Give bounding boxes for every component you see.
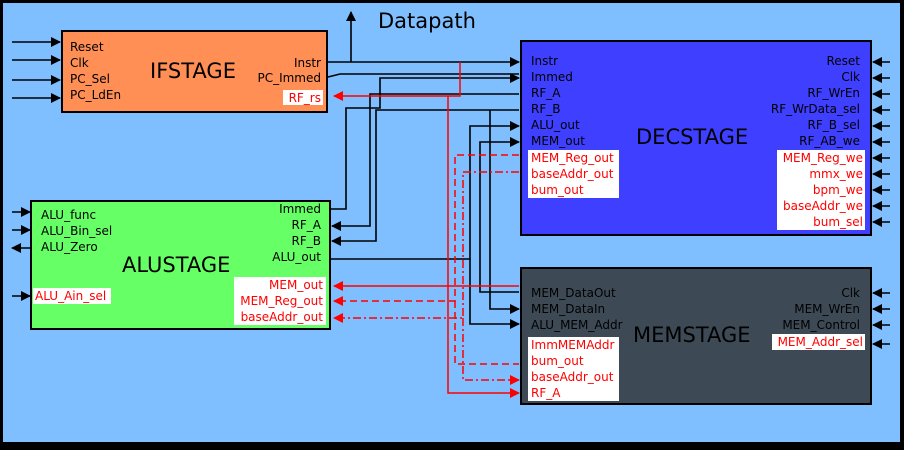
mem-right-highlight-bg — [772, 334, 865, 350]
dec-port-baseaddr-out: baseAddr_out — [531, 167, 614, 181]
mem-port-alu-mem-addr: ALU_MEM_Addr — [531, 318, 623, 332]
memstage-title: MEMSTAGE — [633, 323, 751, 347]
dec-port-mem-out: MEM_out — [531, 134, 585, 148]
mem-port-mem-addr-sel: MEM_Addr_sel — [778, 335, 863, 349]
wire-alu-mem-addr — [469, 259, 520, 329]
dec-port-alu-out: ALU_out — [531, 118, 580, 132]
if-port-rf-rs-bg — [283, 90, 323, 105]
dec-port-mem-reg-we: MEM_Reg_we — [783, 151, 863, 165]
if-port-pc-immed: PC_Immed — [257, 71, 321, 85]
wire-alu-out — [330, 121, 520, 260]
mem-port-mem-control: MEM_Control — [782, 318, 860, 332]
wire-mem-reg-out — [333, 154, 519, 306]
if-port-clk: Clk — [70, 56, 89, 70]
diagram-title: Datapath — [378, 9, 476, 33]
wire-rf-a-to-mem — [447, 96, 520, 398]
alu-port-immed: Immed — [279, 202, 321, 216]
dec-port-baseaddr-we: baseAddr_we — [783, 199, 863, 213]
mem-port-rf-a: RF_A — [531, 386, 561, 400]
wire-mem-reg-to-mem — [454, 301, 519, 365]
if-port-instr: Instr — [294, 56, 321, 70]
alu-port-rf-b: RF_B — [292, 234, 321, 248]
mem-port-immmemaddr: ImmMEMAddr — [531, 338, 614, 352]
alu-port-alu-ain-sel: ALU_Ain_sel — [35, 289, 106, 303]
ifstage-box — [61, 30, 328, 113]
dec-port-mmx-we: mmx_we — [809, 167, 863, 181]
mem-port-mem-datain: MEM_DataIn — [531, 302, 605, 316]
alu-port-alu-func: ALU_func — [41, 208, 96, 222]
black-wires — [11, 11, 890, 349]
dec-port-rf-wren: RF_WrEn — [807, 86, 860, 100]
mem-left-highlight-bg — [528, 337, 619, 401]
wire-rf-rs — [333, 62, 461, 101]
alu-port-rf-a: RF_A — [292, 218, 322, 232]
dec-left-highlight-bg — [528, 150, 619, 198]
mem-port-clk: Clk — [841, 286, 860, 300]
dec-port-reset: Reset — [826, 54, 860, 68]
alu-port-mem-out: MEM_out — [269, 278, 323, 292]
dec-port-bum-out: bum_out — [531, 183, 584, 197]
alu-port-highlight-bg — [234, 277, 326, 325]
alu-port-alu-out: ALU_out — [272, 250, 321, 264]
wire-baseaddr-to-mem — [462, 318, 520, 385]
dec-port-clk: Clk — [841, 70, 860, 84]
dec-port-rf-a: RF_A — [531, 86, 561, 100]
dec-port-immed: Immed — [531, 70, 573, 84]
wire-alu-immed — [330, 73, 520, 210]
alu-port-alu-ain-sel-bg — [33, 288, 111, 304]
dec-port-instr: Instr — [531, 54, 558, 68]
wire-baseaddr-out — [333, 171, 519, 323]
red-wires — [333, 62, 520, 398]
wire-rf-a — [331, 93, 519, 231]
dec-port-rf-ab-we: RF_AB_we — [799, 134, 860, 148]
if-port-rf-rs: RF_rs — [289, 91, 321, 105]
dec-port-bpm-we: bpm_we — [813, 183, 863, 197]
ifstage-title: IFSTAGE — [150, 59, 236, 83]
if-port-pc-lden: PC_LdEn — [70, 88, 121, 102]
dec-port-bum-sel: bum_sel — [813, 215, 863, 229]
mem-port-baseaddr-out: baseAddr_out — [531, 370, 614, 384]
mem-port-mem-dataout: MEM_DataOut — [531, 286, 616, 300]
wire-mem-datain — [489, 110, 520, 314]
dec-port-rf-wrdata-sel: RF_WrData_sel — [771, 102, 860, 116]
if-port-reset: Reset — [70, 40, 104, 54]
alustage-title: ALUSTAGE — [122, 253, 230, 277]
alu-port-alu-bin-sel: ALU_Bin_sel — [41, 224, 112, 238]
mem-port-mem-wren: MEM_WrEn — [794, 302, 860, 316]
alu-port-alu-zero: ALU_Zero — [41, 240, 98, 254]
if-port-pc-sel: PC_Sel — [70, 72, 110, 86]
alu-port-baseaddr-out: baseAddr_out — [241, 310, 324, 324]
dec-port-rf-b: RF_B — [531, 102, 560, 116]
decstage-title: DECSTAGE — [636, 125, 748, 149]
dec-port-mem-reg-out: MEM_Reg_out — [531, 151, 614, 165]
dec-right-highlight-bg — [777, 150, 865, 230]
dec-port-rf-b-sel: RF_B_sel — [808, 118, 860, 132]
alu-port-mem-reg-out: MEM_Reg_out — [240, 294, 323, 308]
mem-port-bum-out: bum_out — [531, 354, 584, 368]
wire-mem-dataout — [479, 137, 520, 293]
